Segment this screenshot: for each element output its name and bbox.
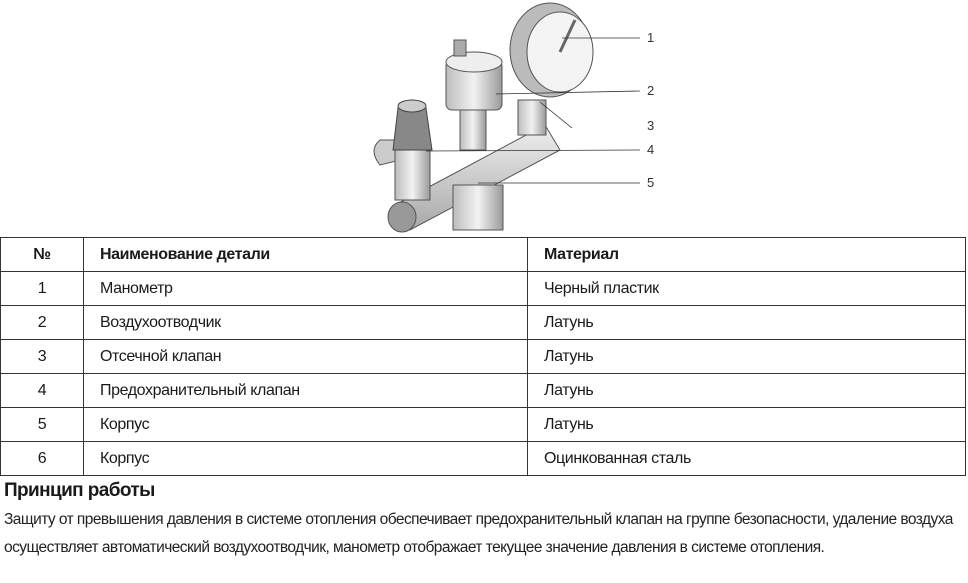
cell-part-name: Корпус: [83, 441, 528, 476]
safety-group-drawing: [373, 2, 641, 233]
cell-material: Латунь: [527, 407, 966, 442]
cell-number: 6: [0, 441, 84, 476]
cell-part-name: Предохранительный клапан: [83, 373, 528, 408]
callout-5: 5: [647, 175, 655, 190]
cell-number: 1: [0, 271, 84, 306]
cell-material: Латунь: [527, 305, 966, 340]
header-part-name: Наименование детали: [83, 237, 528, 272]
cell-material: Латунь: [527, 339, 966, 374]
section-text: Защиту от превышения давления в системе …: [4, 511, 953, 556]
cell-part-name: Корпус: [83, 407, 528, 442]
cell-material: Латунь: [527, 373, 966, 408]
cell-number: 4: [0, 373, 84, 408]
header-number: №: [0, 237, 84, 272]
cell-part-name: Отсечной клапан: [83, 339, 528, 374]
cell-number: 5: [0, 407, 84, 442]
table-header-row: № Наименование детали Материал: [0, 237, 966, 272]
cell-material: Оцинкованная сталь: [527, 441, 966, 476]
cell-part-name: Манометр: [83, 271, 528, 306]
callout-4: 4: [647, 142, 655, 157]
cell-material: Черный пластик: [527, 271, 966, 306]
callout-1: 1: [647, 30, 655, 45]
safety-group-illustration: 1 2 3 4 5: [350, 0, 670, 236]
header-material: Материал: [527, 237, 966, 272]
cell-part-name: Воздухоотводчик: [83, 305, 528, 340]
cell-number: 3: [0, 339, 84, 374]
callout-2: 2: [647, 83, 655, 98]
cell-number: 2: [0, 305, 84, 340]
section-title: Принцип работы: [4, 480, 155, 501]
callout-3: 3: [647, 118, 655, 133]
